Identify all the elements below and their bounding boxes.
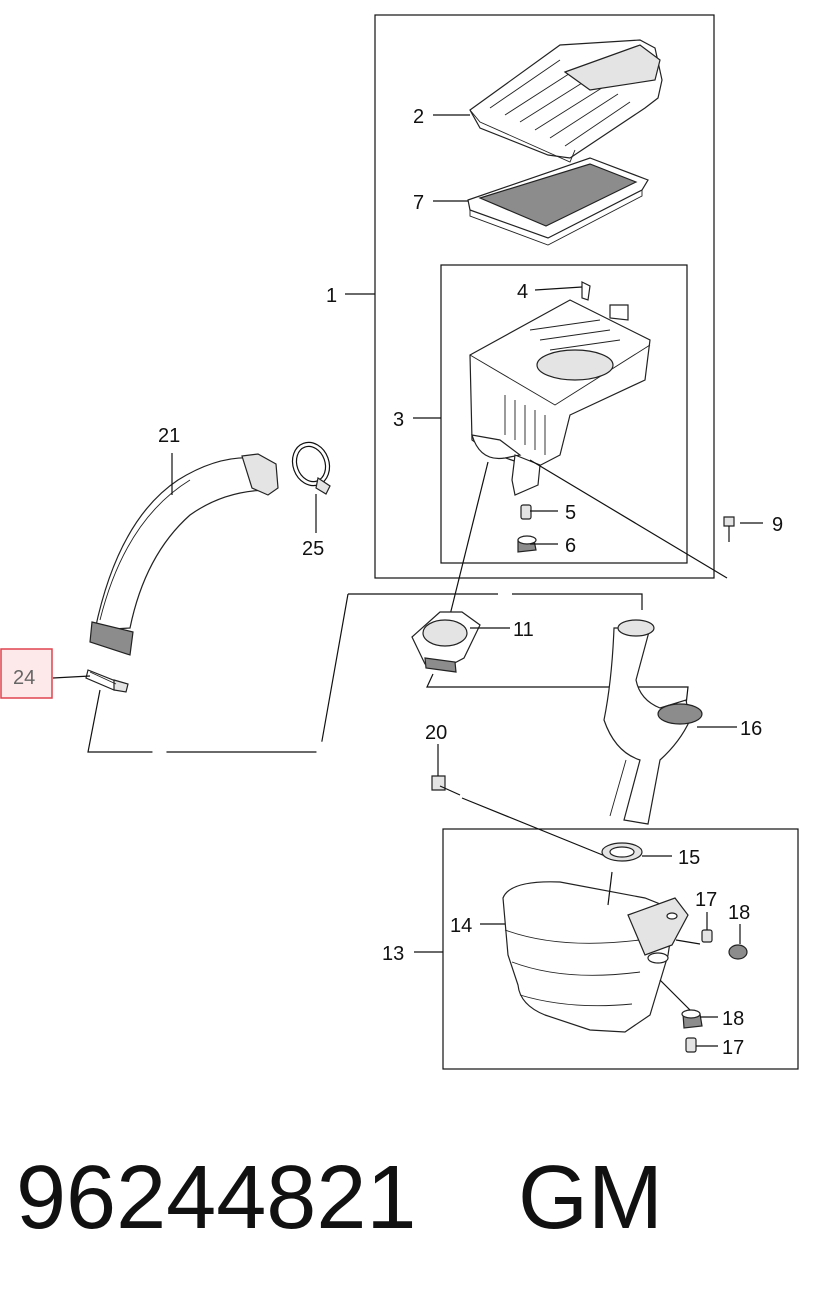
- callout-2: 2: [413, 106, 424, 128]
- filter-element-part: [467, 157, 649, 246]
- bushing-18-lower-part: [681, 1009, 703, 1029]
- highlighted-callout-box: [0, 648, 53, 699]
- callout-7: 7: [413, 192, 424, 214]
- part-number: 96244821: [16, 1148, 416, 1248]
- callout-18-lower: 18: [722, 1008, 744, 1030]
- callout-4: 4: [517, 281, 528, 303]
- callout-9: 9: [772, 514, 783, 536]
- seal-ring-part: [601, 842, 643, 862]
- callout-13: 13: [382, 943, 404, 965]
- callout-15: 15: [678, 847, 700, 869]
- bolt-20-part: [431, 775, 461, 796]
- callout-25: 25: [302, 538, 324, 560]
- air-cleaner-housing-frame: [440, 264, 688, 564]
- callout-17-upper: 17: [695, 889, 717, 911]
- grommet-part: [517, 504, 537, 553]
- callout-21: 21: [158, 425, 180, 447]
- callout-16: 16: [740, 718, 762, 740]
- connector-part: [581, 281, 629, 321]
- bushing-18-upper-part: [728, 944, 748, 960]
- callout-5: 5: [565, 502, 576, 524]
- grommet-17-lower-part: [685, 1037, 697, 1053]
- callout-17-lower: 17: [722, 1037, 744, 1059]
- grommet-17-upper-part: [701, 929, 713, 943]
- callout-3: 3: [393, 409, 404, 431]
- resonator-part: [502, 881, 689, 1033]
- callout-24: 24: [13, 667, 35, 689]
- brand-name: GM: [518, 1148, 663, 1248]
- resonator-assembly-frame: [442, 828, 799, 1070]
- upper-cover-part: [469, 39, 663, 163]
- bolt-9-part: [723, 516, 735, 542]
- duct-bracket-outline: [426, 673, 689, 706]
- lower-housing-part: [469, 299, 651, 496]
- duct-adapter-part: [411, 611, 481, 673]
- callout-18-upper: 18: [728, 902, 750, 924]
- air-cleaner-assembly-frame: [374, 14, 715, 579]
- intake-hose-part: [89, 453, 279, 656]
- callout-6: 6: [565, 535, 576, 557]
- intake-duct-group-outline: [87, 593, 643, 753]
- air-duct-part: [603, 619, 703, 825]
- callout-11: 11: [513, 619, 534, 641]
- hose-clamp-part: [291, 441, 331, 495]
- small-clamp-part: [85, 669, 129, 693]
- callout-14: 14: [450, 915, 472, 937]
- callout-20: 20: [425, 722, 447, 744]
- callout-1: 1: [326, 285, 337, 307]
